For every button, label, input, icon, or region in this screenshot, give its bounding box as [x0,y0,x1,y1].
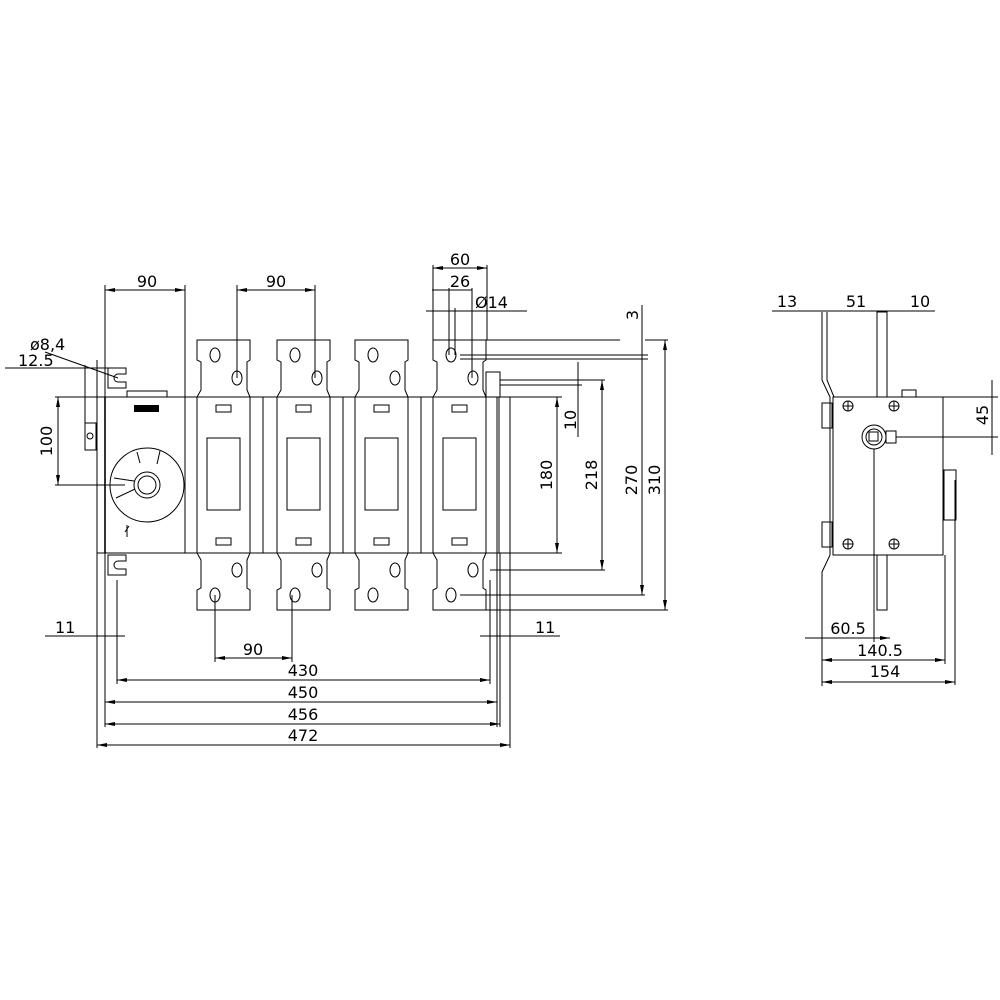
dim-right-11: 11 [535,618,555,637]
front-view [84,339,511,611]
dim-side-154: 154 [870,662,901,681]
dim-handle-axis: 100 [37,426,56,457]
side-latch [84,422,97,451]
dim-mount-offset: 12.5 [18,351,54,370]
dim-side-51: 51 [846,292,866,311]
dim-terminal-width: 60 [450,250,470,269]
terminal-bottom [876,554,888,611]
dim-height-310: 310 [645,465,664,496]
dim-side-10: 10 [910,292,930,311]
dim-width-456: 456 [288,705,319,724]
side-body [832,396,944,556]
switch-body [96,396,511,554]
mount-slot-top [107,367,127,389]
side-view [821,311,957,685]
dim-pole-pitch-top: 90 [266,272,286,291]
dim-side-140-5: 140.5 [857,641,903,660]
dim-side-13: 13 [777,292,797,311]
dim-pole-pitch-bottom: 90 [243,640,263,659]
dim-hole-offset: 3 [623,310,642,320]
mount-slot-bottom [107,554,127,576]
dim-side-45: 45 [973,405,992,425]
terminal-top [876,311,888,398]
dim-hole-diameter: Ø14 [475,293,508,312]
dim-height-270: 270 [622,465,641,496]
dim-handle-width: 90 [137,272,157,291]
front-dimensions: 90 90 60 26 Ø14 3 310 270 218 10 180 [5,250,668,748]
dim-width-430: 430 [288,661,319,680]
screws [842,400,900,550]
handle-panel [84,367,185,576]
dim-mount-hole: ø8,4 [30,335,65,354]
dim-hole-spacing: 26 [450,272,470,291]
dim-height-180: 180 [537,460,556,491]
dim-left-11: 11 [55,618,75,637]
side-handle [943,469,957,521]
side-dimensions: 13 51 10 45 60.5 140.5 154 [772,292,998,686]
dim-side-60-5: 60.5 [830,619,866,638]
dim-width-472: 472 [288,726,319,745]
label-plate [134,405,159,412]
dim-width-450: 450 [288,683,319,702]
dim-height-218: 218 [582,460,601,491]
dim-offset-10: 10 [561,410,580,430]
